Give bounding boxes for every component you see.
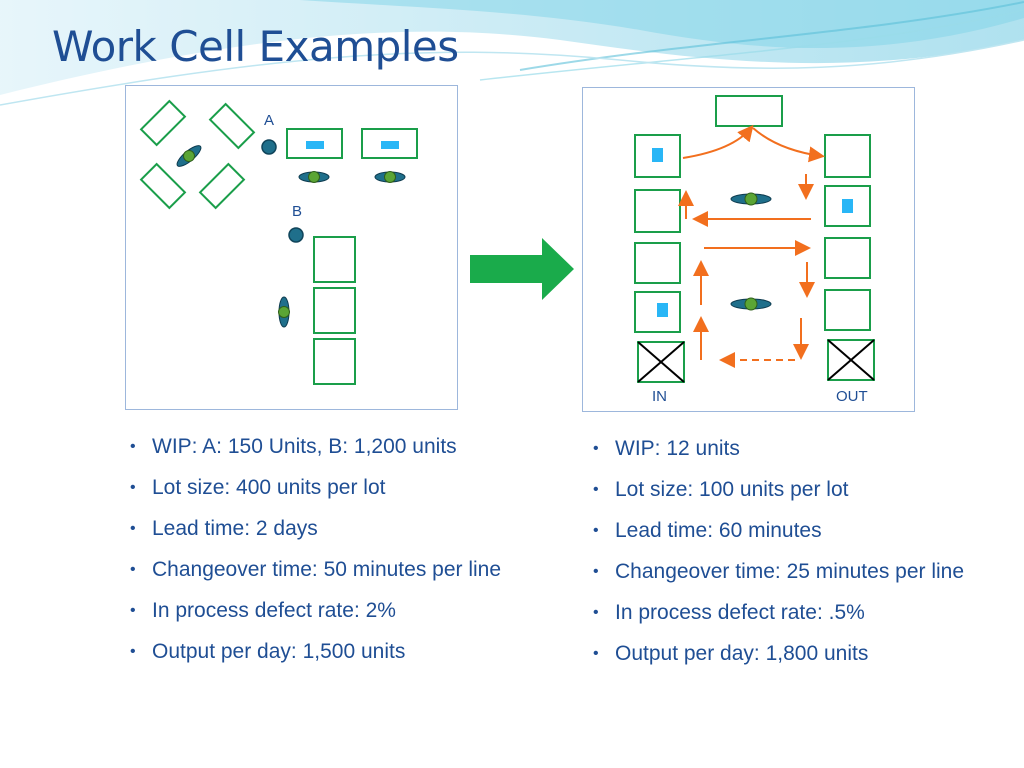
metric-text: In process defect rate: 2% [152,599,396,622]
station [824,289,871,331]
worker-icon [730,297,772,311]
traditional-layout-diagram [125,85,458,410]
worker-icon [374,171,406,183]
header-wave-decoration [0,0,1024,106]
inventory-point-b [288,227,304,243]
traditional-metrics-list: •WIP: A: 150 Units, B: 1,200 units •Lot … [128,432,548,678]
part-marker [842,199,853,213]
station [313,236,356,283]
worker-icon [730,192,772,206]
inventory-point-a [261,139,277,155]
worker-icon [278,296,290,328]
station [313,287,356,334]
flow-arrow [752,127,825,163]
worker-icon [298,171,330,183]
out-label: OUT [836,388,868,405]
station [313,338,356,385]
station [198,162,246,210]
list-item: •Lot size: 100 units per lot [593,478,849,501]
metric-text: Changeover time: 50 minutes per line [152,558,502,581]
list-item: •Lead time: 60 minutes [593,519,822,542]
station [715,95,783,127]
metric-text: Lead time: 60 minutes [615,519,822,542]
x-station-icon [637,341,685,383]
flow-arrow [682,124,754,159]
work-cell-metrics-list: •WIP: 12 units •Lot size: 100 units per … [591,434,1011,680]
list-item: •Changeover time: 50 minutes per line [130,558,502,581]
metric-text: WIP: A: 150 Units, B: 1,200 units [152,435,457,458]
part-marker [381,141,399,149]
metric-text: In process defect rate: .5% [615,601,865,624]
list-item: •Lead time: 2 days [130,517,318,540]
station [361,128,418,159]
station [139,162,187,210]
worker-icon [176,145,202,167]
right-arrow-icon [470,238,574,300]
list-item: •WIP: A: 150 Units, B: 1,200 units [130,435,457,458]
station [824,185,871,227]
metric-text: Lot size: 100 units per lot [615,478,849,501]
station [634,134,681,178]
station [208,102,256,150]
station [634,291,681,333]
station [139,99,187,147]
metric-text: Lot size: 400 units per lot [152,476,386,499]
line-b-label: B [292,203,303,220]
list-item: •Lot size: 400 units per lot [130,476,386,499]
station [634,242,681,284]
list-item: •In process defect rate: .5% [593,601,865,624]
part-marker [652,148,663,162]
line-a-label: A [264,112,275,129]
in-label: IN [652,388,667,405]
station [824,237,871,279]
list-item: •Output per day: 1,500 units [130,640,406,663]
metric-text: Output per day: 1,500 units [152,640,406,663]
station [824,134,871,178]
list-item: •WIP: 12 units [593,437,740,460]
metric-text: Output per day: 1,800 units [615,642,869,665]
part-marker [657,303,668,317]
metric-text: WIP: 12 units [615,437,740,460]
list-item: •Output per day: 1,800 units [593,642,869,665]
x-station-icon [827,339,875,381]
slide-title: Work Cell Examples [52,22,459,71]
part-marker [306,141,324,149]
metric-text: Lead time: 2 days [152,517,318,540]
work-cell-diagram [582,87,915,412]
metric-text: Changeover time: 25 minutes per line [615,560,965,583]
station [634,189,681,233]
list-item: •Changeover time: 25 minutes per line [593,560,965,583]
station [286,128,343,159]
list-item: •In process defect rate: 2% [130,599,396,622]
